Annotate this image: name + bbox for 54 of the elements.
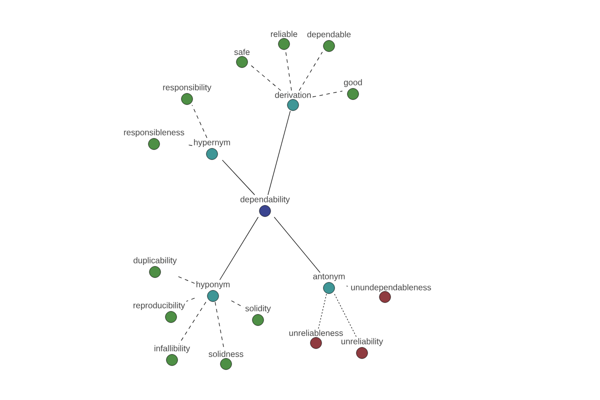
- word-node: dependable: [307, 31, 351, 52]
- word-node: duplicability: [134, 257, 177, 278]
- node-label: safe: [234, 48, 250, 56]
- connector-line: [285, 50, 292, 91]
- connector-line: [214, 302, 224, 350]
- node-label: unreliableness: [289, 330, 343, 336]
- connector-line: [318, 294, 327, 329]
- node-label: unundependableness: [351, 284, 432, 292]
- connector-line: [186, 298, 195, 302]
- node-label: dependability: [240, 196, 290, 204]
- connector-line: [192, 104, 208, 138]
- word-node: reliable: [270, 30, 298, 50]
- connector-line: [298, 52, 323, 91]
- word-node: safe: [234, 48, 250, 68]
- antonym-node: unreliability: [341, 338, 384, 359]
- node-label: solidity: [245, 305, 271, 313]
- word-node: solidity: [245, 305, 271, 326]
- connector-line: [274, 216, 320, 273]
- node-label: antonym: [313, 274, 345, 281]
- node-label: responsibility: [163, 84, 212, 92]
- connector-line: [178, 302, 206, 344]
- antonym-node: unreliableness: [289, 330, 343, 349]
- word-node: good: [344, 79, 362, 100]
- word-node: reproducibility: [134, 302, 185, 323]
- node-label: unreliability: [341, 338, 384, 346]
- word-node: responsibility: [163, 84, 212, 105]
- connector-line: [231, 300, 244, 308]
- node-label: good: [344, 79, 362, 87]
- central-node: dependability: [240, 196, 290, 217]
- node-label: solidness: [208, 350, 244, 358]
- connector-line: [312, 90, 343, 98]
- node-label: responsibleness: [124, 129, 184, 137]
- connector-line: [220, 216, 258, 280]
- connector-line: [222, 160, 255, 196]
- node-label: reliable: [270, 30, 298, 38]
- node-label: derivation: [275, 92, 311, 98]
- connector-line: [178, 276, 195, 284]
- node-label: duplicability: [134, 257, 177, 265]
- relation-node: derivation: [275, 92, 311, 111]
- relation-node: hyponym: [196, 281, 230, 302]
- node-label: reproducibility: [134, 302, 186, 310]
- node-label: infallibility: [154, 345, 190, 353]
- word-node: solidness: [208, 350, 244, 370]
- word-node: responsibleness: [124, 129, 184, 150]
- node-label: hyponym: [196, 281, 230, 289]
- relation-node: antonym: [313, 274, 345, 294]
- connector-line: [250, 65, 282, 91]
- word-node: infallibility: [154, 345, 190, 366]
- connector-line: [334, 294, 357, 338]
- node-label: dependable: [307, 31, 351, 39]
- antonym-node: unundependableness: [351, 284, 432, 303]
- node-label: hypernym: [194, 139, 230, 147]
- relation-node: hypernym: [194, 139, 230, 160]
- connector-line: [268, 110, 291, 196]
